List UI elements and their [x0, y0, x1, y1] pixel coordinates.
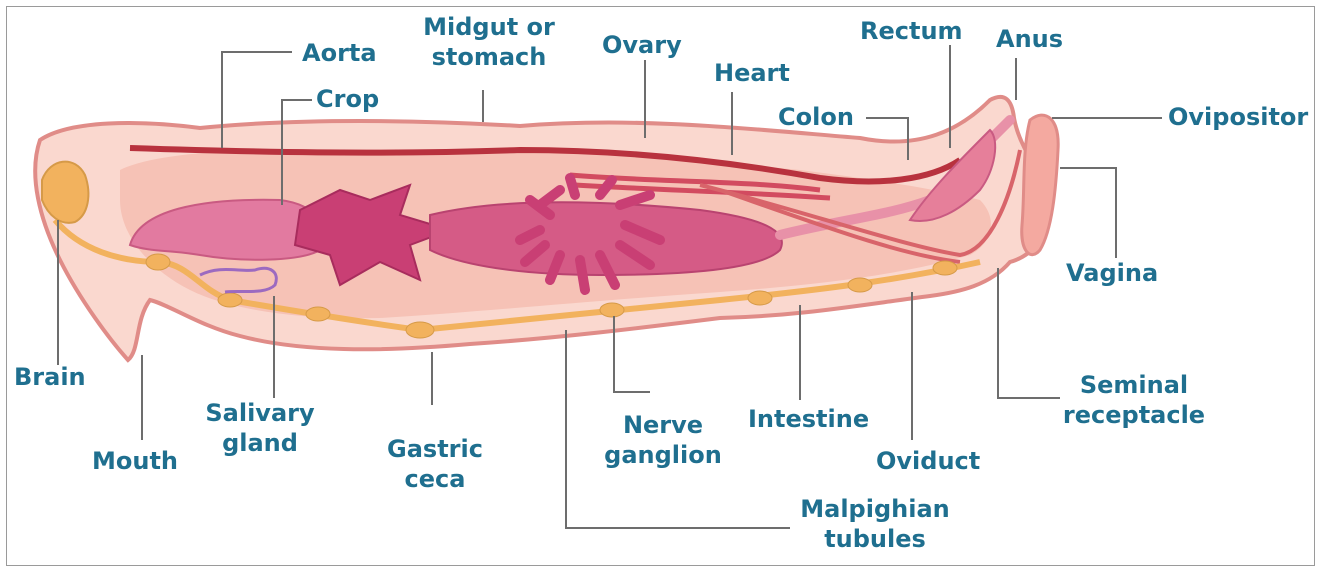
label-nerve-ganglion: Nerve ganglion	[598, 410, 728, 470]
label-aorta: Aorta	[302, 38, 377, 68]
label-gastric-ceca-line1: Gastric	[380, 434, 490, 464]
label-salivary-gland-line2: gland	[198, 428, 322, 458]
label-midgut: Midgut or stomach	[414, 12, 564, 72]
label-salivary-gland-line1: Salivary	[198, 398, 322, 428]
label-mouth: Mouth	[92, 446, 178, 476]
label-ovary: Ovary	[602, 30, 682, 60]
label-brain: Brain	[14, 362, 86, 392]
label-seminal-receptacle: Seminal receptacle	[1054, 370, 1214, 430]
label-crop: Crop	[316, 84, 379, 114]
label-midgut-line2: stomach	[414, 42, 564, 72]
label-seminal-receptacle-line1: Seminal	[1054, 370, 1214, 400]
label-nerve-ganglion-line2: ganglion	[598, 440, 728, 470]
label-malpighian-tubules-line2: tubules	[790, 524, 960, 554]
label-nerve-ganglion-line1: Nerve	[598, 410, 728, 440]
label-anus: Anus	[996, 24, 1063, 54]
label-gastric-ceca: Gastric ceca	[380, 434, 490, 494]
label-seminal-receptacle-line2: receptacle	[1054, 400, 1214, 430]
ovipositor-shape	[1022, 115, 1058, 255]
label-oviduct: Oviduct	[876, 446, 980, 476]
label-heart: Heart	[714, 58, 790, 88]
label-midgut-line1: Midgut or	[414, 12, 564, 42]
label-rectum: Rectum	[860, 16, 963, 46]
label-malpighian-tubules-line1: Malpighian	[790, 494, 960, 524]
brain-organ	[42, 162, 88, 223]
label-salivary-gland: Salivary gland	[198, 398, 322, 458]
label-gastric-ceca-line2: ceca	[380, 464, 490, 494]
label-intestine: Intestine	[748, 404, 869, 434]
label-vagina: Vagina	[1066, 258, 1158, 288]
label-colon: Colon	[778, 102, 854, 132]
label-ovipositor: Ovipositor	[1168, 102, 1308, 132]
label-malpighian-tubules: Malpighian tubules	[790, 494, 960, 554]
